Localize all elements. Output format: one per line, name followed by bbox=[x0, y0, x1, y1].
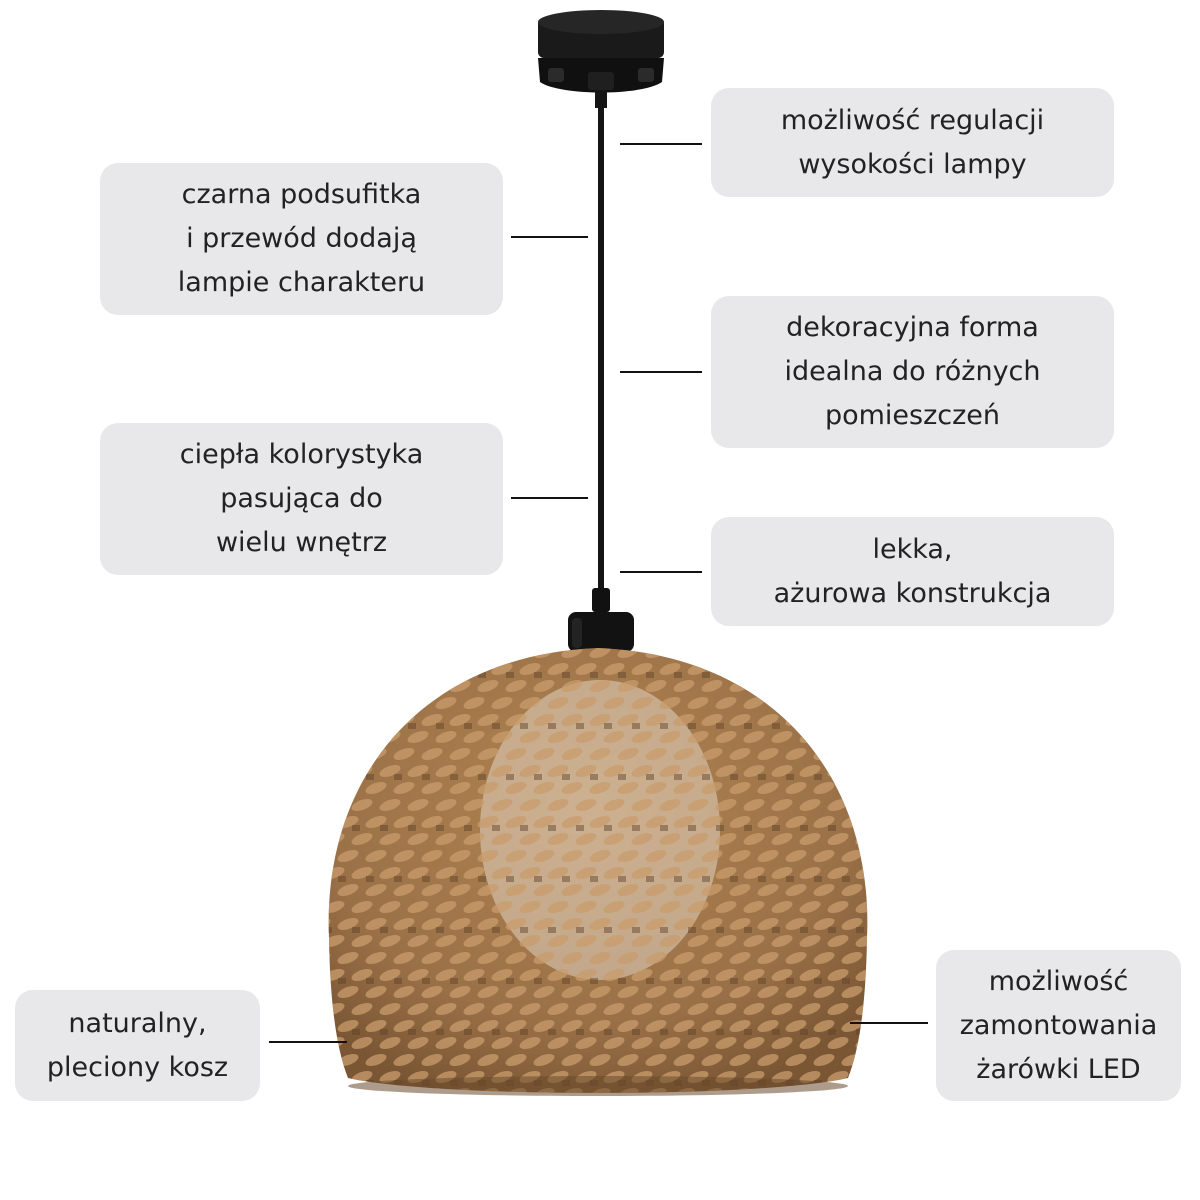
callout-line: lampie charakteru bbox=[177, 267, 426, 298]
callout-line: pleciony kosz bbox=[46, 1051, 229, 1083]
ceiling-canopy bbox=[538, 10, 664, 93]
leader-line-light bbox=[620, 571, 702, 573]
callout-line: lekka, bbox=[872, 533, 953, 565]
callout-light-structure: lekka, ażurowa konstrukcja bbox=[711, 517, 1114, 626]
callout-line: wielu wnętrz bbox=[215, 527, 388, 558]
callout-line: możliwość regulacji bbox=[780, 104, 1045, 136]
callout-line: dekoracyjna forma bbox=[786, 312, 1039, 343]
callout-line: czarna podsufitka bbox=[181, 179, 422, 210]
callout-line: pasująca do bbox=[220, 483, 383, 514]
callout-line: i przewód dodają bbox=[186, 223, 417, 254]
callout-black-canopy: czarna podsufitka i przewód dodają lampi… bbox=[100, 163, 503, 315]
leader-line-deco bbox=[620, 371, 702, 373]
leader-line-height bbox=[620, 143, 702, 145]
leader-line-black bbox=[511, 236, 588, 238]
suspension-cable bbox=[595, 90, 607, 595]
callout-line: żarówki LED bbox=[976, 1053, 1141, 1085]
callout-decorative-form: dekoracyjna forma idealna do różnych pom… bbox=[711, 296, 1114, 448]
callout-led-bulb: możliwość zamontowania żarówki LED bbox=[936, 950, 1181, 1101]
callout-line: możliwość bbox=[988, 965, 1129, 997]
callout-line: naturalny, bbox=[68, 1007, 207, 1039]
woven-rope-shade bbox=[328, 648, 868, 1096]
callout-line: pomieszczeń bbox=[824, 400, 1001, 431]
callout-line: wysokości lampy bbox=[798, 148, 1027, 180]
callout-line: idealna do różnych bbox=[784, 356, 1041, 387]
callout-woven-basket: naturalny, pleciony kosz bbox=[15, 990, 260, 1101]
callout-line: ażurowa konstrukcja bbox=[773, 577, 1052, 609]
leader-line-warm bbox=[511, 497, 588, 499]
lamp-socket bbox=[568, 588, 634, 652]
callout-warm-colors: ciepła kolorystyka pasująca do wielu wnę… bbox=[100, 423, 503, 575]
leader-line-led bbox=[850, 1022, 928, 1024]
callout-line: ciepła kolorystyka bbox=[179, 439, 424, 470]
leader-line-basket bbox=[269, 1041, 347, 1043]
callout-line: zamontowania bbox=[959, 1009, 1158, 1041]
callout-height-adjustment: możliwość regulacji wysokości lampy bbox=[711, 88, 1114, 197]
